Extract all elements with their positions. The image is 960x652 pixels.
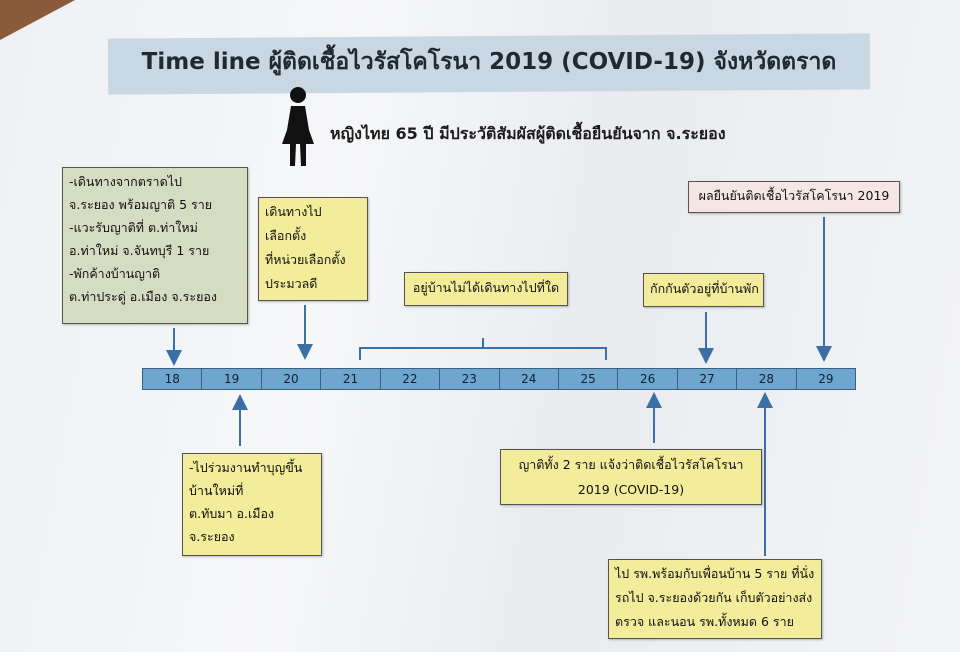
timeline-day: 25 <box>559 369 619 389</box>
timeline-day: 26 <box>618 369 678 389</box>
timeline-day: 23 <box>440 369 500 389</box>
page-title: Time line ผู้ติดเชื้อไวรัสโคโรนา 2019 (C… <box>141 49 837 75</box>
note-hospital: ไป รพ.พร้อมกับเพื่อนบ้าน 5 ราย ที่นั่ง ร… <box>608 559 822 639</box>
note-relatives-infected: ญาติทั้ง 2 ราย แจ้งว่าติดเชื้อไวรัสโคโรน… <box>500 449 762 505</box>
note-travel: -เดินทางจากตราดไป จ.ระยอง พร้อมญาติ 5 รา… <box>62 167 248 324</box>
note-vote: เดินทางไป เลือกตั้ง ที่หน่วยเลือกตั้ง ปร… <box>258 197 368 301</box>
table-corner <box>0 0 75 40</box>
note-stay-home: อยู่บ้านไม่ได้เดินทางไปที่ใด <box>404 272 568 306</box>
timeline-day: 18 <box>143 369 203 389</box>
timeline-day: 29 <box>818 372 834 386</box>
timeline-day: 21 <box>321 369 381 389</box>
note-confirmed: ผลยืนยันติดเชื้อไวรัสโคโรนา 2019 <box>688 181 900 213</box>
timeline-day: 24 <box>500 369 559 389</box>
note-merit-event: -ไปร่วมงานทำบุญขึ้น บ้านใหม่ที่ ต.ทับมา … <box>182 453 322 556</box>
timeline-day: 22 <box>381 369 441 389</box>
woman-figure-icon <box>282 87 314 166</box>
timeline-day: 20 <box>262 369 322 389</box>
bracket-stay-home <box>359 338 607 360</box>
timeline-day: 27 <box>678 369 738 389</box>
note-quarantine: กักกันตัวอยู่ที่บ้านพัก <box>643 273 764 307</box>
case-summary: หญิงไทย 65 ปี มีประวัติสัมผัสผู้ติดเชื้อ… <box>330 124 726 143</box>
timeline-day: 28 <box>737 369 797 389</box>
timeline-day: 19 <box>202 369 262 389</box>
